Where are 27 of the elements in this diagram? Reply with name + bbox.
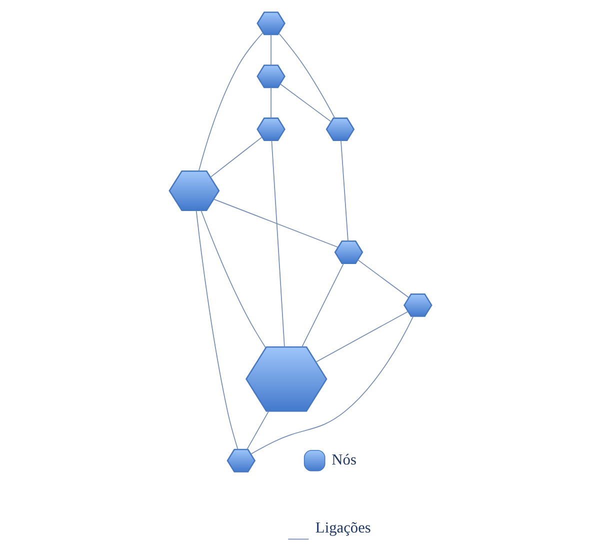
connector bbox=[271, 140, 285, 348]
connector bbox=[196, 210, 238, 450]
connector bbox=[357, 259, 410, 298]
connector bbox=[270, 87, 272, 118]
node-hexagon bbox=[226, 448, 256, 472]
connector bbox=[270, 34, 272, 66]
node-hexagon bbox=[246, 346, 328, 412]
connector bbox=[246, 410, 270, 450]
node-hexagon bbox=[256, 12, 286, 36]
connector bbox=[213, 198, 338, 248]
connector bbox=[200, 210, 266, 348]
node-hexagon bbox=[404, 293, 432, 317]
node-hexagon bbox=[256, 118, 286, 142]
connector bbox=[210, 136, 262, 178]
connector bbox=[316, 311, 408, 362]
legend-label: Ligações bbox=[315, 520, 371, 537]
connector bbox=[302, 263, 344, 348]
node-hexagon bbox=[168, 170, 220, 212]
legend-label: Nós bbox=[332, 451, 356, 468]
connector bbox=[198, 32, 264, 172]
connector bbox=[340, 140, 348, 242]
connector bbox=[278, 32, 336, 118]
node-hexagon bbox=[326, 118, 355, 142]
connector bbox=[280, 83, 332, 122]
connector bbox=[250, 316, 414, 454]
node-hexagon bbox=[256, 64, 286, 88]
node-hexagon bbox=[334, 240, 364, 264]
